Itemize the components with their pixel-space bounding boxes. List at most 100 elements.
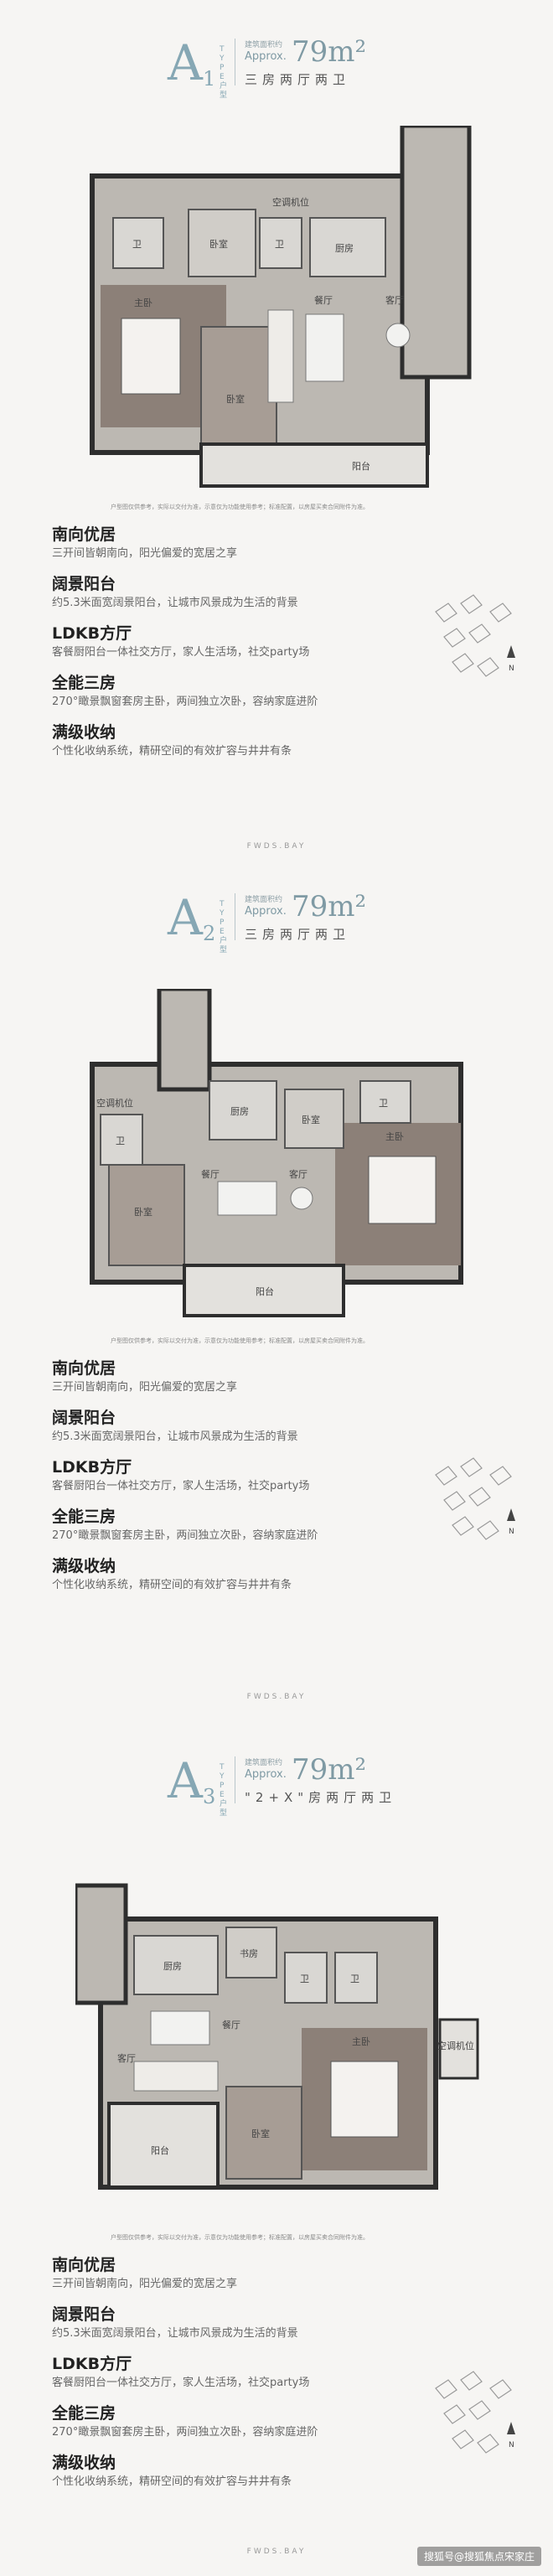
- north-arrow-icon: [507, 2422, 515, 2434]
- feature-title: 阔景阳台: [52, 575, 116, 593]
- feature-title: 阔景阳台: [52, 2305, 116, 2324]
- kitchen-floor: [209, 1080, 277, 1141]
- floor-plan-a2: 空调机位 主卧 卧室 卧室 卫 卫 厨房 餐厅 客厅 阳台: [75, 989, 486, 1332]
- feature-desc: 约5.3米面宽阔景阳台，让城市风景成为生活的背景: [52, 1430, 298, 1443]
- room-label-living: 客厅: [289, 1168, 308, 1180]
- balcony-floor: [107, 2102, 220, 2189]
- room-label-kitchen: 厨房: [335, 243, 354, 254]
- room-label-master: 主卧: [134, 297, 152, 308]
- dining-table: [305, 313, 344, 382]
- feature-desc: 约5.3米面宽阔景阳台，让城市风景成为生活的背景: [52, 2327, 298, 2340]
- ac-unit-box: [438, 2018, 479, 2080]
- feature-desc: 三开间皆朝南向，阳光偏爱的宽居之享: [52, 1381, 238, 1394]
- site-map-icon: N: [435, 1457, 515, 1540]
- floorplan-panel-a1: A 1 TYPE户型 建筑面积约 Approx. 79m² 三房两厅两卫: [0, 0, 553, 851]
- bathroom1-floor: [284, 1952, 328, 2004]
- bedroom3-floor: [284, 1089, 344, 1149]
- room-label-master: 主卧: [352, 2036, 370, 2047]
- compass-label: N: [509, 2441, 514, 2449]
- north-arrow-icon: [507, 1508, 515, 1521]
- bathroom2-floor: [259, 217, 302, 269]
- bedroom2-floor: [108, 1164, 185, 1266]
- unit-header: A 1 TYPE户型 建筑面积约 Approx. 79m² 三房两厅两卫: [168, 34, 402, 109]
- watermark: 搜狐号@搜狐焦点宋家庄: [416, 2547, 541, 2566]
- area-value: 79m²: [292, 1753, 367, 1787]
- master-bed: [330, 2061, 399, 2138]
- room-label-bed2: 卧室: [209, 238, 228, 250]
- room-label-dining: 餐厅: [222, 2019, 240, 2030]
- room-label-ac: 空调机位: [272, 196, 309, 208]
- floorplan-panel-a3: A 3 TYPE户型 建筑面积约 Approx. 79m² "2+X"房两厅两卫…: [0, 1718, 553, 2556]
- kitchen-floor: [133, 1935, 219, 1995]
- sofa: [133, 2061, 219, 2092]
- floor-plan-drawing: 空调机位 主卧 卧室 书房 卫 卫 厨房 餐厅 客厅 阳台: [75, 1883, 479, 2190]
- area-label: 建筑面积约: [245, 41, 283, 49]
- feature-desc: 270°瞰景飘窗套房主卧，两间独立次卧，容纳家庭进阶: [52, 2426, 318, 2439]
- room-label-wc1: 卫: [116, 1135, 125, 1146]
- feature-title: LDKB方厅: [52, 1458, 132, 1477]
- feature-item: 阔景阳台 约5.3米面宽阔景阳台，让城市风景成为生活的背景: [52, 2304, 454, 2341]
- area-value: 79m²: [292, 890, 367, 923]
- feature-item: 南向优居 三开间皆朝南向，阳光偏爱的宽居之享: [52, 1358, 454, 1395]
- area-value: 79m²: [292, 35, 367, 69]
- dining-table: [217, 1181, 277, 1216]
- stair-core: [75, 1883, 128, 2005]
- footer-logo: FWDS.BAY: [246, 2548, 307, 2556]
- room-label-balcony: 阳台: [151, 2144, 169, 2156]
- feature-desc: 个性化收纳系统，精研空间的有效扩容与井井有条: [52, 1579, 292, 1591]
- unit-type-word: TYPE户型: [220, 45, 228, 100]
- feature-list: 南向优居 三开间皆朝南向，阳光偏爱的宽居之享 阔景阳台 约5.3米面宽阔景阳台，…: [52, 2254, 454, 2501]
- feature-item: 阔景阳台 约5.3米面宽阔景阳台，让城市风景成为生活的背景: [52, 573, 454, 611]
- feature-title: 阔景阳台: [52, 1409, 116, 1427]
- room-label-dining: 餐厅: [314, 294, 333, 306]
- round-table: [290, 1187, 313, 1210]
- unit-type-word: TYPE户型: [220, 1763, 228, 1818]
- feature-item: 南向优居 三开间皆朝南向，阳光偏爱的宽居之享: [52, 2254, 454, 2292]
- feature-item: LDKB方厅 客餐厨阳台一体社交方厅，家人生活场，社交party场: [52, 1456, 454, 1494]
- master-bed: [368, 1156, 437, 1224]
- area-approx: Approx.: [245, 905, 287, 918]
- unit-letter: A: [168, 889, 203, 946]
- site-compass: N: [427, 2363, 519, 2472]
- feature-item: 满级收纳 个性化收纳系统，精研空间的有效扩容与井井有条: [52, 1555, 454, 1593]
- footer-logo: FWDS.BAY: [246, 842, 307, 851]
- room-label-kitchen: 厨房: [230, 1106, 249, 1117]
- layout-text: "2+X"房两厅两卫: [245, 1790, 397, 1805]
- feature-title: 满级收纳: [52, 2454, 116, 2472]
- room-label-wc1: 卫: [132, 239, 142, 250]
- feature-desc: 270°瞰景飘窗套房主卧，两间独立次卧，容纳家庭进阶: [52, 1529, 318, 1542]
- room-label-bed2: 卧室: [134, 1206, 152, 1218]
- feature-desc: 客餐厨阳台一体社交方厅，家人生活场，社交party场: [52, 1480, 310, 1492]
- bathroom2-floor: [334, 1952, 378, 2004]
- north-arrow-icon: [507, 645, 515, 658]
- feature-item: 满级收纳 个性化收纳系统，精研空间的有效扩容与井井有条: [52, 2452, 454, 2490]
- dining-table: [150, 2010, 210, 2046]
- floor-plan-a3: 空调机位 主卧 卧室 书房 卫 卫 厨房 餐厅 客厅 阳台: [75, 1852, 486, 2229]
- bathroom2-floor: [359, 1080, 411, 1124]
- feature-title: 南向优居: [52, 525, 116, 544]
- room-label-wc2: 卫: [350, 1973, 359, 1984]
- floor-plan-drawing: 空调机位 主卧 卧室 卧室 卫 卫 厨房 餐厅 客厅 阳台: [90, 989, 463, 1317]
- feature-item: LDKB方厅 客餐厨阳台一体社交方厅，家人生活场，社交party场: [52, 623, 454, 660]
- room-label-wc2: 卫: [379, 1098, 388, 1109]
- unit-letter: A: [168, 1752, 203, 1809]
- balcony-floor: [199, 442, 429, 488]
- room-label-master: 主卧: [385, 1131, 404, 1142]
- area-label: 建筑面积约: [245, 1759, 283, 1767]
- compass-label: N: [509, 665, 514, 673]
- room-label-wc1: 卫: [300, 1973, 309, 1984]
- disclaimer-text: 户型图仅供参考，实际以交付为准，示意仅为功能使用参考；标准配置，以房屋买卖合同附…: [111, 2234, 369, 2241]
- floor-plan-a1: 空调机位 主卧 卧室 卧室 卫 卫 厨房 餐厅 客厅 阳台: [75, 126, 486, 494]
- stair-core: [400, 126, 472, 380]
- site-compass: N: [427, 1450, 519, 1559]
- room-label-bed3: 书房: [240, 1948, 258, 1959]
- room-label-living: 客厅: [385, 294, 404, 306]
- feature-item: 阔景阳台 约5.3米面宽阔景阳台，让城市风景成为生活的背景: [52, 1407, 454, 1445]
- layout-text: 三房两厅两卫: [245, 72, 351, 87]
- bedroom2-floor: [225, 2086, 302, 2180]
- disclaimer-text: 户型图仅供参考，实际以交付为准，示意仅为功能使用参考；标准配置，以房屋买卖合同附…: [111, 1337, 369, 1344]
- feature-title: 全能三房: [52, 674, 116, 692]
- feature-title: 全能三房: [52, 2404, 116, 2423]
- room-label-balcony: 阳台: [256, 1285, 274, 1297]
- unit-header: A 2 TYPE户型 建筑面积约 Approx. 79m² 三房两厅两卫: [168, 888, 402, 964]
